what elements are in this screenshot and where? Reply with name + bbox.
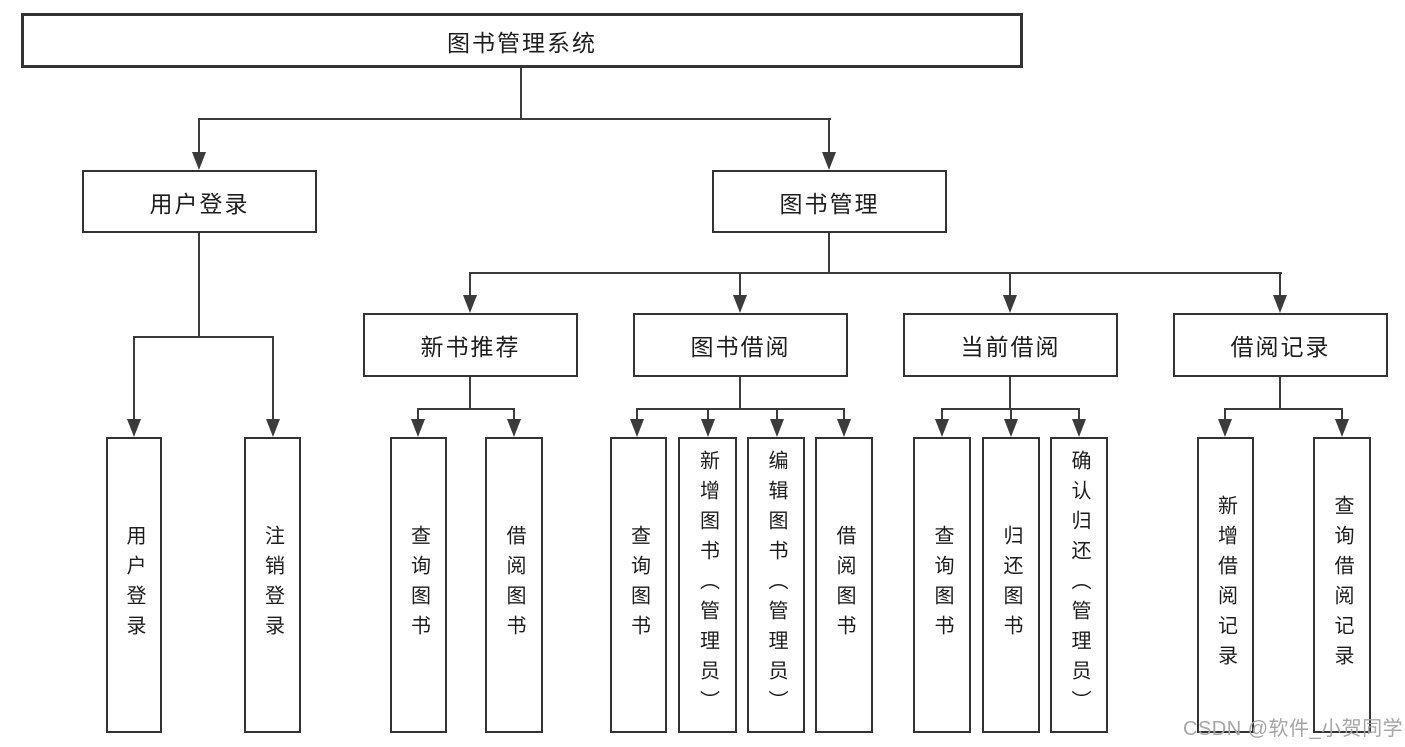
connector-line [828, 118, 830, 154]
arrow-down-icon [1273, 295, 1287, 313]
node-label: 用户登录 [149, 190, 250, 217]
connector-line [739, 272, 741, 297]
leaf-logout: 注销登录 [244, 437, 301, 733]
arrow-down-icon [1003, 295, 1017, 313]
connector-line [1279, 377, 1281, 410]
leaf-query-books-borrowing: 查询图书 [610, 437, 667, 733]
leaf-label: 归还图书 [1000, 525, 1022, 645]
node-book-management: 图书管理 [712, 170, 947, 233]
node-label: 图书管理系统 [447, 29, 597, 56]
leaf-add-borrow-record: 新增借阅记录 [1197, 437, 1254, 733]
leaf-label: 查询借阅记录 [1331, 495, 1353, 675]
connector-line [133, 336, 135, 421]
arrow-down-icon [1072, 419, 1086, 437]
leaf-return-books: 归还图书 [982, 437, 1040, 733]
connector-line [707, 408, 709, 421]
connector-line [1078, 408, 1080, 421]
arrow-down-icon [701, 419, 715, 437]
leaf-borrow-books-borrowing: 借阅图书 [815, 437, 873, 733]
connector-line [272, 336, 274, 421]
leaf-query-borrow-record: 查询借阅记录 [1313, 437, 1371, 733]
leaf-label: 查询图书 [931, 525, 953, 645]
arrow-down-icon [837, 419, 851, 437]
leaf-label: 编辑图书（管理员） [765, 450, 787, 720]
arrow-down-icon [733, 295, 747, 313]
leaf-borrow-books-recommend: 借阅图书 [485, 437, 543, 733]
connector-line [739, 377, 741, 410]
connector-line [843, 408, 845, 421]
arrow-down-icon [935, 419, 949, 437]
leaf-label: 查询图书 [407, 525, 430, 645]
leaf-label: 借阅图书 [833, 525, 855, 645]
connector-line [941, 408, 943, 421]
connector-line [1341, 408, 1343, 421]
connector-line [776, 408, 778, 421]
arrow-down-icon [463, 295, 477, 313]
node-label: 新书推荐 [420, 334, 521, 360]
connector-line [417, 408, 419, 421]
connector-line [1009, 377, 1011, 410]
connector-line [198, 118, 831, 120]
connector-line [469, 272, 471, 297]
connector-line [636, 408, 638, 421]
connector-line [133, 336, 274, 338]
connector-line [198, 118, 200, 154]
connector-line [198, 233, 200, 338]
arrow-down-icon [266, 419, 280, 437]
connector-line [469, 377, 471, 410]
leaf-query-books-current: 查询图书 [913, 437, 971, 733]
leaf-label: 确认归还（管理员） [1068, 450, 1090, 720]
leaf-edit-book-admin: 编辑图书（管理员） [747, 437, 805, 733]
leaf-label: 新增借阅记录 [1214, 495, 1237, 675]
arrow-down-icon [770, 419, 784, 437]
connector-line [636, 408, 845, 410]
node-label: 图书管理 [779, 190, 880, 217]
arrow-down-icon [192, 152, 206, 170]
node-label: 当前借阅 [960, 334, 1061, 360]
node-book-borrowing: 图书借阅 [633, 313, 848, 377]
connector-line [828, 233, 830, 274]
connector-line [513, 408, 515, 421]
arrow-down-icon [127, 419, 141, 437]
leaf-label: 注销登录 [261, 525, 284, 645]
node-borrowing-records: 借阅记录 [1173, 313, 1388, 377]
arrow-down-icon [507, 419, 521, 437]
node-current-borrowing: 当前借阅 [903, 313, 1118, 377]
arrow-down-icon [1004, 419, 1018, 437]
node-label: 图书借阅 [690, 334, 791, 360]
leaf-label: 查询图书 [627, 525, 650, 645]
arrow-down-icon [1335, 419, 1349, 437]
leaf-label: 用户登录 [123, 525, 145, 645]
connector-line [417, 408, 515, 410]
leaf-add-book-admin: 新增图书（管理员） [678, 437, 737, 733]
node-new-book-recommendation: 新书推荐 [363, 313, 578, 377]
connector-line [520, 68, 522, 120]
leaf-confirm-return-admin: 确认归还（管理员） [1050, 437, 1108, 733]
connector-line [1010, 408, 1012, 421]
connector-line [469, 272, 1282, 274]
connector-line [1224, 408, 1343, 410]
leaf-query-books-recommend: 查询图书 [390, 437, 447, 733]
connector-line [1279, 272, 1281, 297]
connector-line [1009, 272, 1011, 297]
leaf-user-login: 用户登录 [106, 437, 162, 733]
node-label: 借阅记录 [1230, 334, 1331, 360]
node-library-management-system: 图书管理系统 [21, 13, 1023, 68]
node-user-login: 用户登录 [82, 170, 317, 233]
watermark-text: CSDN @软件_小贺同学 [1183, 718, 1404, 740]
arrow-down-icon [630, 419, 644, 437]
leaf-label: 借阅图书 [503, 525, 525, 645]
arrow-down-icon [411, 419, 425, 437]
connector-line [1224, 408, 1226, 421]
arrow-down-icon [822, 152, 836, 170]
leaf-label: 新增图书（管理员） [696, 450, 719, 720]
arrow-down-icon [1218, 419, 1232, 437]
